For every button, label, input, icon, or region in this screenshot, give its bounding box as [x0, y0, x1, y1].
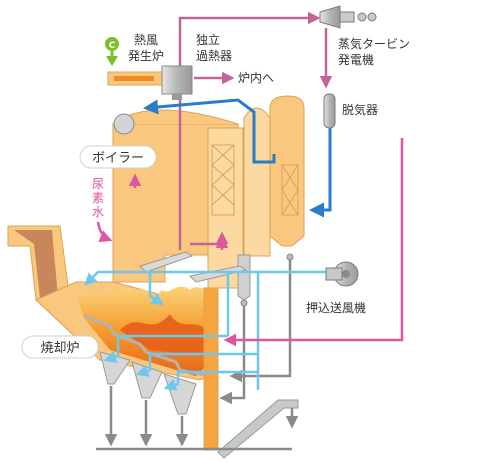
- urea-label-3: 水: [92, 205, 104, 219]
- boiler-label: ボイラー: [92, 151, 144, 166]
- fan-label: 押込送風機: [306, 300, 366, 315]
- incinerator-label-bubble: 焼却炉: [21, 335, 99, 359]
- external-line: [223, 138, 404, 347]
- urea-label-2: 素: [92, 191, 104, 205]
- turbine-label-1: 蒸気タービン: [338, 36, 410, 51]
- incinerator-label: 焼却炉: [40, 341, 79, 356]
- ash-conveyor: [217, 399, 299, 459]
- urea-label-1: 尿: [92, 177, 104, 191]
- hot-air-generator: C: [105, 37, 165, 86]
- hot-air-generator-label-2: 発生炉: [128, 49, 164, 63]
- deaerator-tank: [323, 93, 336, 129]
- superheater: [161, 65, 193, 100]
- water-lines: [143, 98, 332, 218]
- turbine-label-2: 発電機: [338, 52, 374, 67]
- superheater-label-1: 独立: [196, 32, 220, 47]
- fan-icon: [325, 261, 359, 287]
- svg-text:C: C: [109, 41, 116, 51]
- air-lines: [84, 270, 332, 391]
- steam-lines: [178, 11, 333, 250]
- hot-air-generator-label-1: 熱風: [134, 33, 158, 47]
- deaerator-label: 脱気器: [342, 102, 378, 117]
- steam-drum: [113, 113, 135, 135]
- superheater-label-2: 過熱器: [196, 49, 232, 63]
- boiler-label-bubble: ボイラー: [79, 145, 157, 169]
- to-furnace-label: 炉内へ: [238, 71, 274, 85]
- furnace: [35, 251, 248, 381]
- ash-lines: [96, 260, 299, 451]
- boiler-body: [112, 95, 305, 307]
- turbine-icon: [319, 5, 377, 29]
- pink-arrows: [96, 173, 229, 250]
